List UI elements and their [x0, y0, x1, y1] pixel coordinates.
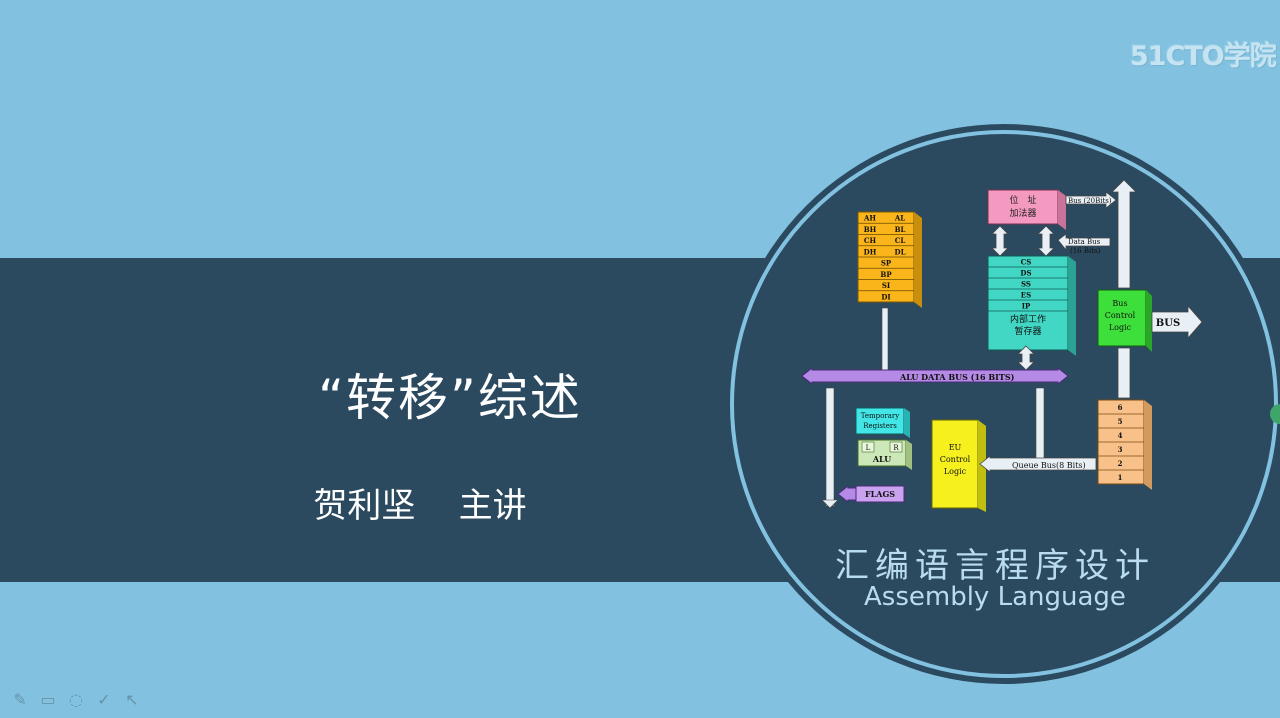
adder-link-arrows: [991, 225, 1055, 257]
alu-label: ALU: [872, 454, 891, 464]
slide-subtitle: 贺利坚 主讲: [313, 486, 527, 526]
alu-data-bus: ALU DATA BUS (16 BITS): [801, 366, 1069, 386]
data-bus-label-2: (16 Bits): [1070, 247, 1101, 255]
eu-control-label: EU: [949, 443, 962, 452]
register-cs: CS: [1021, 258, 1032, 267]
watermark-logo: 51CTO学院: [1130, 41, 1277, 72]
pen-icon[interactable]: ✎: [13, 690, 27, 709]
register-low-al: AL: [894, 214, 905, 223]
alu-right-input: R: [893, 444, 899, 452]
annotation-toolbar: ✎ ▭ ◌ ✓ ↖: [10, 686, 160, 714]
system-bus-line: [1111, 179, 1137, 399]
external-bus-arrow: BUS: [1151, 304, 1203, 340]
register-high-bh: BH: [864, 225, 877, 234]
alu-bus-right-line: [1035, 387, 1045, 461]
queue-bus-label: Queue Bus(8 Bits): [1012, 461, 1086, 470]
external-bus-label: BUS: [1156, 318, 1180, 329]
register-sp: SP: [881, 259, 892, 268]
register-bp: BP: [880, 270, 892, 279]
alu-bus-left-arrow: [821, 499, 839, 509]
alu-left-input: L: [866, 444, 871, 452]
temporary-registers-block: Temporary Registers: [855, 407, 910, 438]
svg-text:Registers: Registers: [863, 422, 897, 430]
register-low-dl: DL: [895, 247, 906, 256]
pointer-icon[interactable]: ↖: [125, 690, 139, 709]
side-panel-tab[interactable]: [1270, 404, 1280, 424]
address-adder-block: 位 址 加法器: [987, 189, 1066, 230]
course-title-en: Assembly Language: [864, 582, 1126, 612]
register-ss: SS: [1021, 280, 1031, 289]
register-high-ah: AH: [863, 214, 876, 223]
flags-label: FLAGS: [865, 489, 895, 499]
address-bus-arrow: Bus (20Bits): [1065, 191, 1117, 209]
temporary-registers-label: Temporary: [861, 412, 899, 420]
alu-block: L R ALU: [857, 439, 912, 470]
queue-slot-1: 1: [1118, 473, 1123, 482]
slide-title: “转移”综述: [318, 369, 582, 427]
register-low-bl: BL: [895, 225, 906, 234]
data-bus-label-1: Data Bus: [1068, 238, 1101, 246]
queue-slot-5: 5: [1118, 417, 1123, 426]
check-icon[interactable]: ✓: [97, 690, 111, 709]
data-bus-arrow: Data Bus (16 Bits): [1057, 233, 1111, 255]
bus-control-block: Bus Control Logic: [1097, 289, 1152, 352]
svg-text:加法器: 加法器: [1009, 207, 1036, 219]
eu-control-block: EU Control Logic: [931, 419, 986, 512]
address-adder-label: 位 址: [1009, 194, 1036, 206]
register-es: ES: [1021, 291, 1031, 300]
flags-register: FLAGS: [837, 484, 905, 504]
register-ds: DS: [1020, 269, 1031, 278]
register-high-dh: DH: [864, 247, 877, 256]
eraser-icon[interactable]: ▭: [40, 690, 56, 709]
register-high-ch: CH: [864, 236, 877, 245]
course-title-cn: 汇编语言程序设计: [835, 546, 1155, 586]
register-bus-link: [881, 307, 889, 371]
bus-control-label: Bus: [1112, 299, 1127, 308]
svg-text:Control: Control: [940, 455, 971, 464]
address-bus-label: Bus (20Bits): [1068, 197, 1112, 205]
highlighter-icon[interactable]: ◌: [69, 690, 83, 709]
queue-slot-3: 3: [1118, 445, 1123, 454]
register-si: SI: [882, 281, 890, 290]
queue-slot-4: 4: [1118, 431, 1123, 440]
register-ip: IP: [1022, 302, 1031, 311]
queue-bus-arrow: Queue Bus(8 Bits): [979, 455, 1097, 473]
queue-slot-2: 2: [1118, 459, 1123, 468]
svg-text:Logic: Logic: [944, 467, 967, 476]
instruction-queue: 6 5 4 3 2 1: [1097, 399, 1152, 490]
alu-data-bus-label: ALU DATA BUS (16 BITS): [899, 372, 1015, 382]
alu-bus-left-line: [825, 387, 835, 507]
register-di: DI: [881, 292, 890, 301]
internal-registers-label: 内部工作: [1010, 313, 1046, 325]
svg-text:Logic: Logic: [1109, 323, 1132, 332]
register-low-cl: CL: [895, 236, 906, 245]
svg-text:Control: Control: [1105, 311, 1136, 320]
svg-text:暂存器: 暂存器: [1014, 325, 1041, 337]
queue-slot-6: 6: [1118, 403, 1123, 412]
segment-register-block: CS DS SS ES IP 内部工作 暂存器: [987, 255, 1076, 356]
